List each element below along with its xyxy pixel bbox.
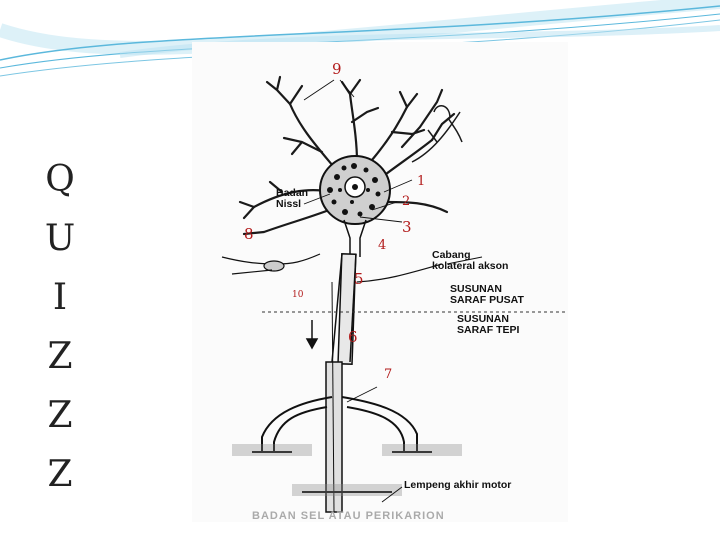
label-3: 3	[402, 218, 412, 236]
label-5: 5	[354, 270, 364, 288]
label-2: 2	[402, 194, 411, 209]
label-susunan-saraf-tepi: SUSUNAN SARAF TEPI	[457, 313, 520, 336]
leader-lines	[303, 79, 483, 503]
direction-arrow	[305, 320, 319, 350]
cell-body	[319, 155, 391, 225]
label-9: 9	[332, 60, 342, 78]
end-plate-texture	[232, 444, 462, 496]
incoming-axon	[411, 105, 463, 163]
label-4: 4	[378, 238, 387, 253]
neuron-diagram: 9 1 2 3 4 5 6 7 8 10 Badan Nissl Cabang …	[192, 42, 568, 522]
label-1: 1	[417, 174, 426, 189]
collateral-branch	[356, 263, 443, 283]
side-letter: Z	[47, 454, 73, 495]
axon	[325, 219, 367, 513]
side-letter: U	[44, 218, 76, 259]
adjacent-neuron	[221, 253, 321, 275]
label-lempeng-akhir-motor: Lempeng akhir motor	[404, 479, 512, 491]
side-letter: Q	[45, 159, 75, 200]
label-susunan-saraf-pusat: SUSUNAN SARAF PUSAT	[450, 283, 524, 306]
side-title: Q U I Z Z Z	[40, 150, 80, 504]
side-letter: I	[52, 277, 68, 318]
side-letter: Z	[47, 336, 73, 377]
label-10: 10	[292, 290, 304, 300]
side-letter: Z	[47, 395, 73, 436]
label-badan-nissl: Badan Nissl	[276, 187, 309, 210]
scan-bottom-caption: BADAN SEL ATAU PERIKARION	[252, 510, 445, 522]
neuron-drawing	[221, 75, 568, 513]
label-8: 8	[244, 225, 254, 243]
label-6: 6	[348, 328, 358, 346]
label-cabang-kolateral: Cabang kolateral akson	[432, 249, 509, 272]
label-7: 7	[384, 367, 393, 382]
